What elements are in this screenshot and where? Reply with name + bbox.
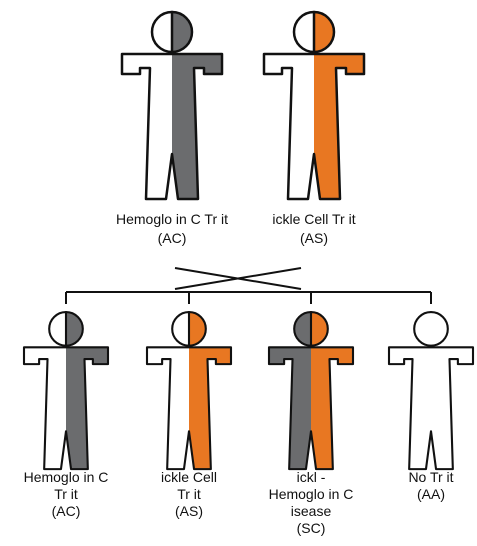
parent-ac-body-outline [120, 52, 224, 201]
child-as-body-left [147, 347, 189, 470]
parent-ac-label-line: Hemoglo in C Tr it [116, 211, 228, 227]
parent-ac-label-line: (AC) [158, 230, 187, 246]
connector-lines [65, 267, 432, 304]
child-ac-body-outline [22, 346, 110, 471]
child-as-head-left [172, 312, 189, 346]
child-aa-body-outline [387, 346, 475, 471]
parent-ac-body-right [172, 54, 222, 199]
cross-line-right [174, 267, 302, 290]
child-as-body-outline [145, 346, 233, 471]
parent-ac-head-left [152, 12, 172, 52]
child-aa-label-line: No Tr it [408, 469, 453, 485]
child-ac-head-right [66, 312, 83, 346]
child-sc-label-line: isease [291, 503, 332, 519]
parent-as-label-line: (AS) [300, 230, 328, 246]
parent-ac-head-right [172, 12, 192, 52]
figures-layer: Hemoglo in C Tr it(AC)ickle Cell Tr it(A… [22, 10, 475, 536]
child-as-label-line: Tr it [177, 486, 201, 502]
parent-as-head-right [314, 12, 334, 52]
child-aa-body-left [389, 347, 431, 470]
parent-as-body-right [314, 54, 364, 199]
child-ac-label-line: (AC) [52, 503, 81, 519]
child-ac-figure [22, 310, 110, 471]
child-as-head-right [189, 312, 206, 346]
child-sc-label-line: ickl - [297, 469, 326, 485]
child-as-label-line: ickle Cell [161, 469, 217, 485]
child-aa-head-left [414, 312, 431, 346]
child-aa-body-right [431, 347, 473, 470]
child-sc-label-line: (SC) [297, 520, 326, 536]
child-aa-head-right [431, 312, 448, 346]
parent-as-figure [262, 10, 366, 201]
child-ac-body-left [23, 347, 66, 470]
parent-as-head-left [294, 12, 314, 52]
child-sc-head-left [294, 312, 311, 346]
parent-as-body-left [264, 54, 314, 199]
child-aa-label-line: (AA) [417, 486, 445, 502]
child-sc-label-line: Hemoglo in C [269, 486, 354, 502]
parent-ac-figure [120, 10, 224, 201]
child-sc-body-outline [267, 346, 355, 471]
child-ac-label-line: Hemoglo in C [24, 469, 109, 485]
parent-as-label-line: ickle Cell Tr it [272, 211, 355, 227]
child-as-label-line: (AS) [175, 503, 203, 519]
child-sc-head-right [311, 312, 328, 346]
child-aa-head-outline [413, 310, 449, 347]
child-ac-head-left [49, 312, 66, 346]
child-sc-body-left [269, 347, 311, 470]
parent-as-body-outline [262, 52, 366, 201]
child-ac-label-line: Tr it [54, 486, 78, 502]
child-aa-figure [387, 310, 475, 471]
child-as-figure [145, 310, 233, 471]
child-ac-body-right [66, 347, 108, 470]
parent-ac-body-left [122, 54, 172, 199]
child-sc-body-right [311, 347, 353, 470]
child-as-body-right [189, 347, 231, 470]
child-sc-figure [267, 310, 355, 471]
